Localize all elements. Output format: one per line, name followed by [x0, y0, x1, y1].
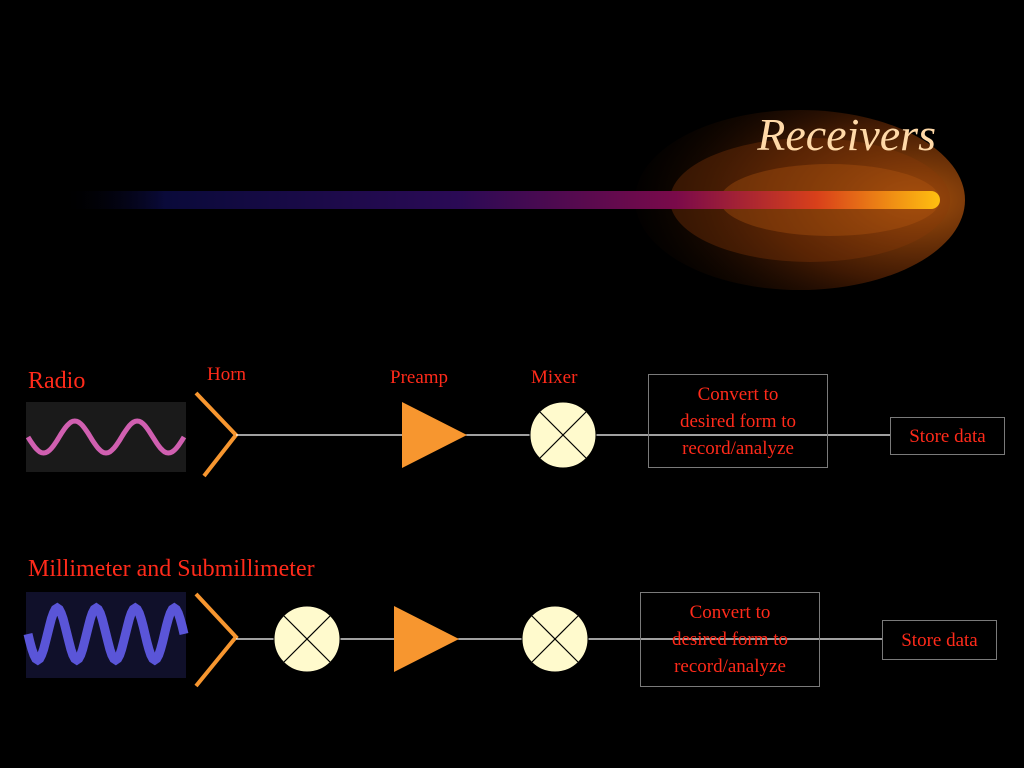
- millimeter-row-label: Millimeter and Submillimeter: [28, 556, 315, 582]
- preamp-amplifier-icon-radio: [402, 402, 467, 468]
- store-data-box-radio: Store data: [890, 417, 1005, 455]
- horn-icon-millimeter: [194, 592, 239, 688]
- radio-wave-image: [25, 402, 187, 472]
- mixer-icon-radio: [529, 401, 597, 469]
- convert-box-radio: Convert to desired form to record/analyz…: [648, 374, 828, 468]
- mixer-icon-millimeter-first: [273, 605, 341, 673]
- store-data-box-millimeter: Store data: [882, 620, 997, 660]
- mixer-icon-millimeter-second: [521, 605, 589, 673]
- millimeter-wave-image: [23, 592, 189, 678]
- preamp-label: Preamp: [390, 367, 449, 388]
- slide-title: Receivers: [757, 109, 936, 160]
- mixer-label: Mixer: [531, 367, 578, 388]
- amplifier-icon-millimeter: [394, 606, 459, 672]
- horn-label: Horn: [207, 364, 247, 385]
- title-beam-decoration: [60, 191, 940, 209]
- convert-box-millimeter: Convert to desired form to record/analyz…: [640, 592, 820, 687]
- radio-row-label: Radio: [28, 368, 86, 394]
- horn-icon-radio: [194, 391, 239, 478]
